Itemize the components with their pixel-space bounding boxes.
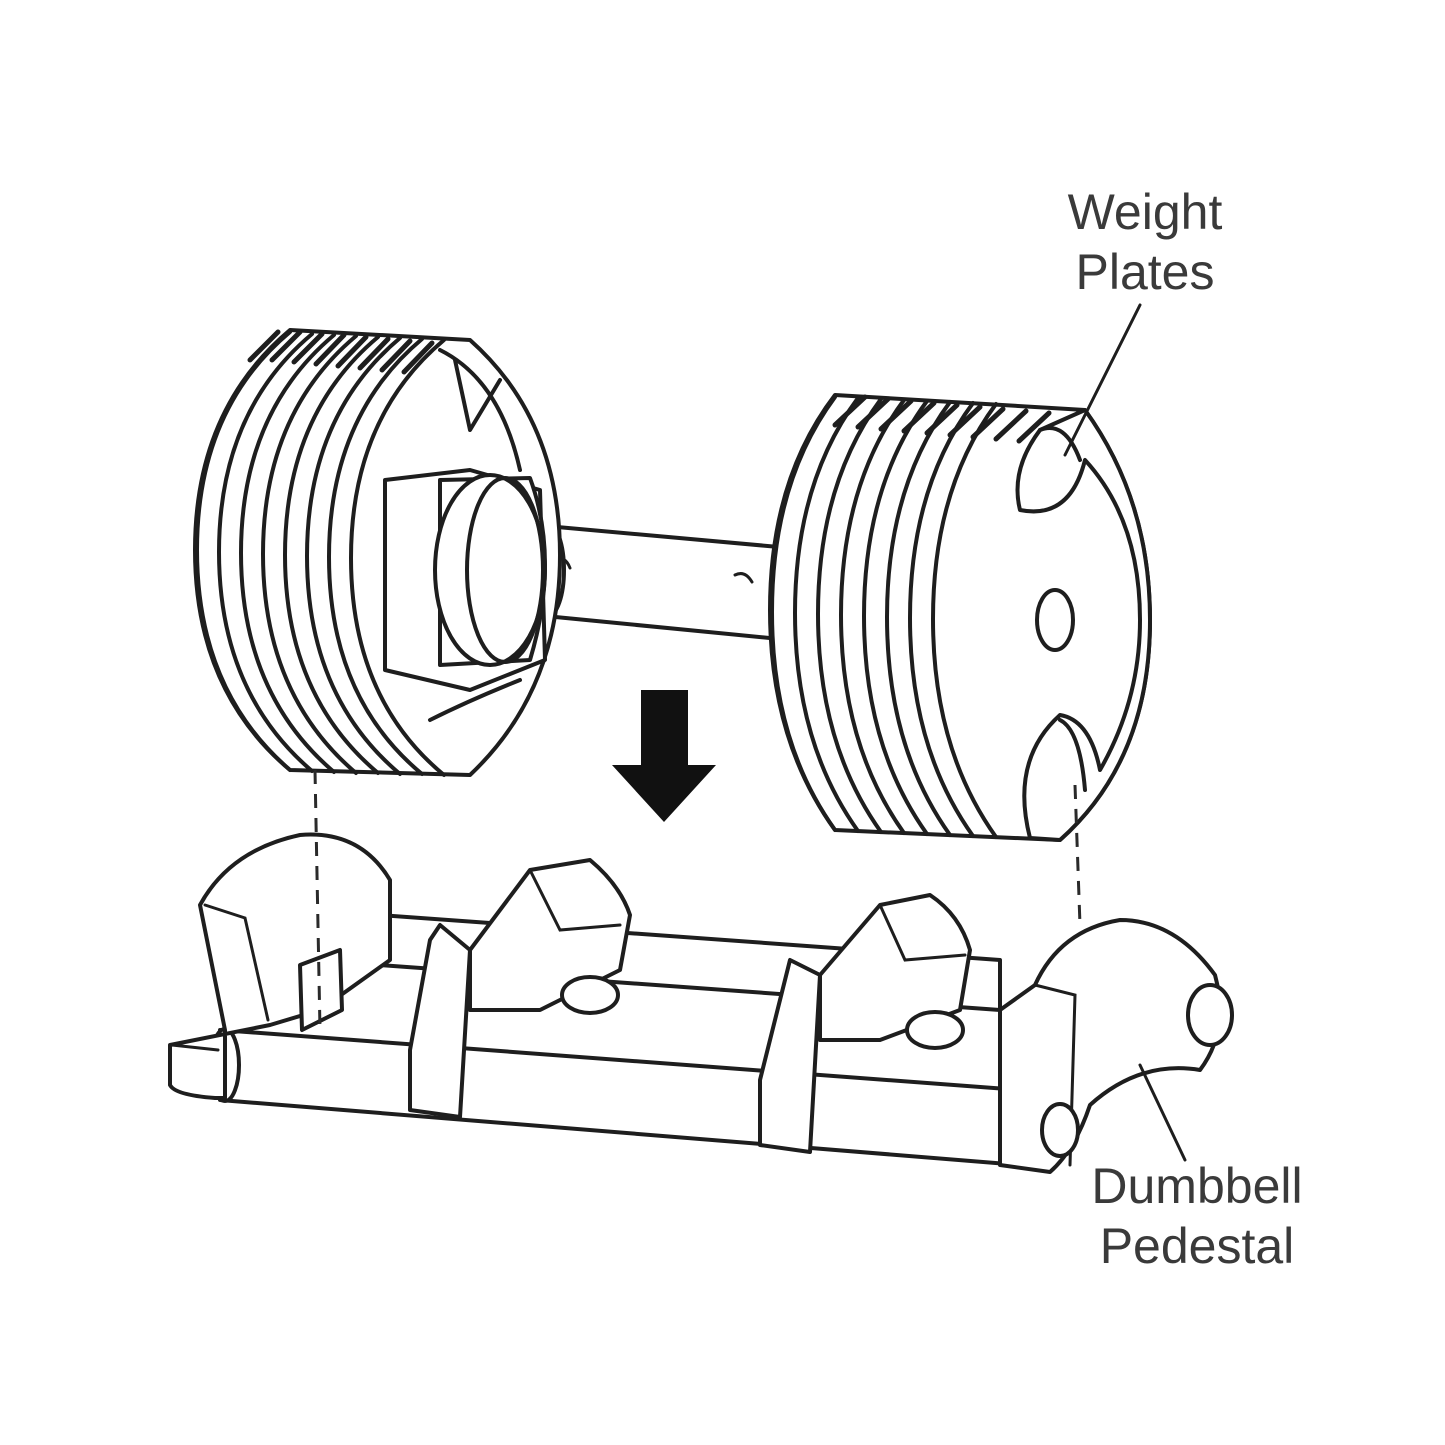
weight-plates-label: Weight Plates <box>1040 182 1250 302</box>
pedestal-left-notch <box>298 948 344 1032</box>
pedestal-front-socket <box>1040 1102 1080 1158</box>
dumbbell-pedestal-label-line1: Dumbbell <box>1091 1158 1303 1214</box>
pedestal-pin-right <box>905 1010 965 1050</box>
dumbbell-pedestal <box>168 832 1234 1174</box>
dumbbell <box>193 328 1152 842</box>
right-plate-hole <box>1035 588 1075 652</box>
down-arrow-icon <box>612 690 716 822</box>
leader-line-weight-plates <box>1063 303 1142 457</box>
pedestal-pin-left <box>560 975 620 1015</box>
guide-line-left <box>313 769 322 1031</box>
pedestal-inner-right-block <box>758 958 822 1154</box>
right-weight-plates <box>768 393 1152 842</box>
pedestal-inner-left-cradle <box>468 858 632 1012</box>
pedestal-front-rod <box>218 1028 1022 1167</box>
weight-plates-label-line2: Plates <box>1075 244 1215 300</box>
weight-plates-label-line1: Weight <box>1067 184 1223 240</box>
dumbbell-pedestal-label-line2: Pedestal <box>1099 1218 1295 1274</box>
pedestal-left-cradle <box>168 832 392 1100</box>
pedestal-right-cradle <box>998 918 1222 1174</box>
pedestal-right-socket <box>1186 983 1234 1047</box>
dumbbell-pedestal-label: Dumbbell Pedestal <box>1062 1156 1332 1276</box>
leader-line-pedestal <box>1138 1063 1187 1162</box>
